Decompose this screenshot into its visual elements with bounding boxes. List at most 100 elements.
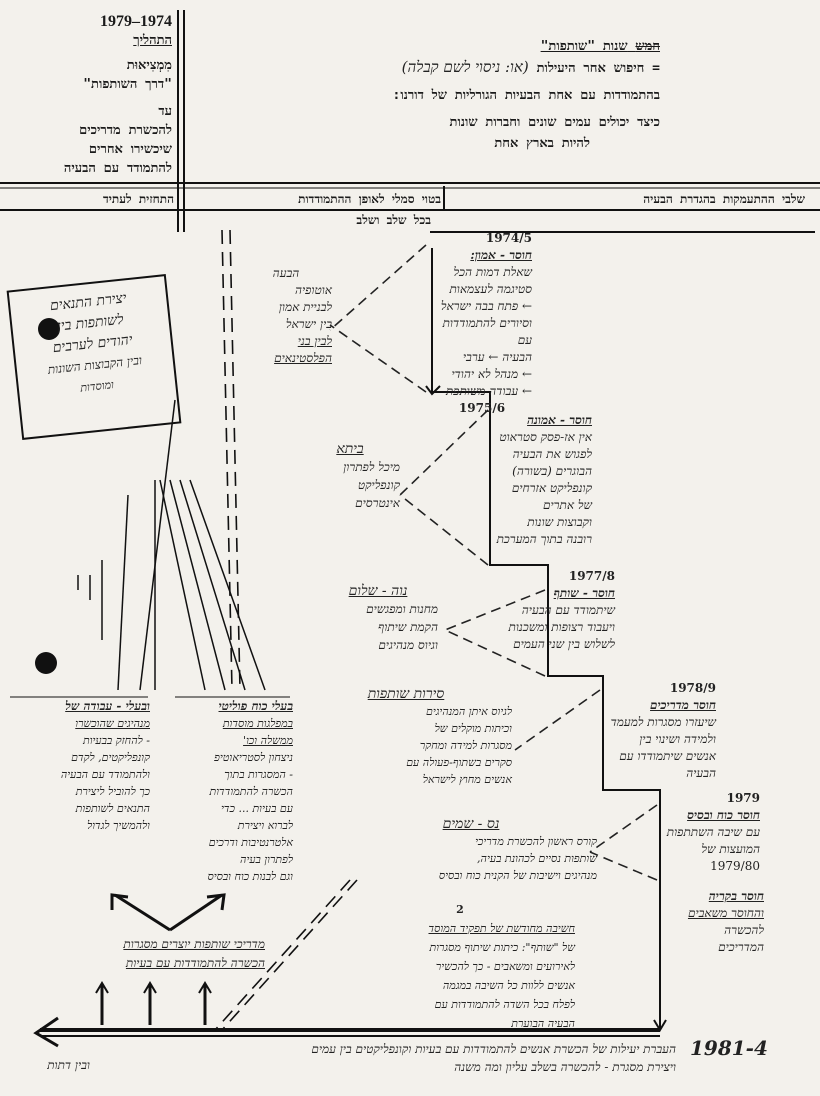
stage-4-line: הבעיה (686, 766, 716, 780)
stage-5: 1979 חוסר כוח ובסיס עם שיבה השתתפות המוע… (660, 790, 760, 875)
title-rest: שנות "שותפות" (540, 39, 628, 54)
symbol-4: סירות שותפות לגיוס איתן המנהיגים וכיתות … (300, 686, 512, 788)
symbol-6-line: לאירועים ומשאבים - כך להכשיר (435, 960, 575, 973)
stage-5-line: 1979/80 (710, 859, 760, 873)
stage-1-line: שאלת דמות הכל (453, 265, 532, 279)
work-leaders-line: ולהתמודד עם הבעיה (60, 768, 150, 781)
stage-1-line: ← פתח בבה ישראל (440, 299, 532, 313)
stage-2-line: הבוגרים (בשורה) (512, 464, 592, 478)
stage-1-line: ← עבודה משותפת (445, 384, 532, 398)
stage-5-line: עם שיבה השתתפות (666, 825, 760, 839)
stage-3-line: שיתמודד עם הבעיה (521, 603, 615, 617)
until-label: עד (158, 104, 172, 119)
years-range: 1974–1979 (100, 13, 172, 30)
political-power-line: לברוא ויצירת (237, 819, 293, 832)
conclusion-line-2: ויצירת מסגרת - להכשרה בשלב עליון ומה משנ… (454, 1060, 676, 1074)
stage-2-line: וקבוצות שונות (527, 515, 592, 529)
symbol-1-line: הפלסטינאים (274, 351, 332, 365)
stage-5-date: 1979 (726, 791, 760, 805)
symbol-3-line: מחנות ומפגשים (366, 602, 438, 616)
symbol-2-line: אינטרסים (355, 496, 400, 510)
instructors-line-1: מדריכי שותפות יוצרים מסגרות (123, 937, 265, 951)
political-power-block: בעלי כוח פוליטי במפלגות מוסדות ממשלה וכו… (175, 698, 293, 885)
stage-3-line: ויעבוד רצופות ומשכנות (508, 620, 615, 634)
column-heading-forecast: התחזית לעתיד (103, 192, 174, 206)
stage-4: 1978/9 חוסר מדריכים שיעזרו מסגרות למעמד … (600, 680, 716, 782)
stage-4-line: ולמידה ושינוי בין (639, 732, 716, 746)
stage-4-line: אנשים שיתמודדו עם (619, 749, 716, 763)
symbol-5-line: שותפות נסיים לכהונת בעיה, (477, 852, 597, 865)
stage-1-end-date: 1975/6 (458, 401, 506, 415)
stage-5-line: המועצות של (701, 842, 760, 856)
symbol-3-line: וגיוס מנהיגים (378, 638, 438, 652)
stage-6-line: המדריכים (718, 940, 764, 954)
symbol-2-title: ביתא (336, 441, 364, 457)
stage-1-line: סטיגמה לעצמאות (449, 282, 532, 296)
title-struck-word: חמש (635, 39, 660, 54)
page-title: חמש שנות "שותפות" (200, 36, 660, 57)
goal-line-1: להכשרת מדריכים (79, 123, 172, 138)
column-heading-stages: שלבי ההתעמקות בהגדרת הבעיה (643, 192, 805, 206)
stage-2: חוסר - אמונה אין אז-פסק סטראוט לפגוש את … (492, 412, 592, 548)
symbol-4-line: וכיתות מוקלים של (434, 722, 512, 735)
symbol-5-title: נס - שמים (442, 816, 500, 832)
path-of-partnership: "דרך השותפות" (83, 77, 172, 92)
stage-3-line: לשלוש בין שני העמים (513, 637, 615, 651)
column-heading-symbolic: בטוי סמלי לאופן ההתמודדות (298, 192, 441, 206)
stage-3-title: חוסר - שותף (553, 586, 615, 600)
stage-6-line: להכשרה (724, 923, 764, 937)
political-power-line: לפתרון בעיה (240, 853, 293, 866)
symbol-4-line: מסגרות למידה ומחקר (419, 739, 512, 752)
stage-3-date: 1977/8 (568, 569, 615, 583)
problem-statement: בהתמודדות עם אחת הבעיות הגורליות של דורנ… (392, 88, 660, 103)
symbol-6-line: חשיבה מחודשת של תפקיד המוסד (428, 922, 575, 935)
symbol-5-line: קורס ראשון להכשרת מדריכי (475, 835, 597, 848)
symbol-2-line: קונפליקט (357, 478, 400, 492)
future-conditions-box: יצירת התנאים לשותפות בין יהודים לערבים ו… (6, 274, 182, 440)
political-power-line: אלטרנטיבות ודרכים (208, 836, 293, 849)
symbol-1-line: לבין בני (297, 334, 332, 348)
symbol-4-title: סירות שותפות (367, 686, 445, 702)
conclusion-line-3: ובין דתות (47, 1058, 90, 1072)
work-leaders-title: ובעלי - עבודה של (65, 699, 150, 713)
stage-2-line: לפגוש את הבעיה (512, 447, 592, 461)
symbol-5-line: מנהיגים וישיבות של הקנית כוח ובסיס (438, 869, 597, 882)
stage-1-line: הבעיה ← ערבי (462, 350, 532, 364)
punch-hole-top (38, 318, 60, 340)
goal-line-2: שיכשירו אחרים (88, 142, 172, 157)
from-label: מִמְצִיאוּת (126, 58, 172, 73)
political-power-line: ממשלה וכו' (243, 734, 293, 747)
column-heading-symbolic-sub: בכל שלב ושלב (356, 213, 431, 227)
symbol-6-number: 2 (456, 903, 464, 916)
question-line-1: כיצד יכולים עמים שונים וחברות שונות (449, 115, 660, 130)
stage-2-line: של אתרים (543, 498, 592, 512)
symbol-6: 2 חשיבה מחודשת של תפקיד המוסד של "שותף":… (345, 900, 575, 1033)
instructors-note: מדריכי שותפות יוצרים מסגרות הכשרה להתמוד… (30, 935, 265, 973)
symbol-2-line: מיכל לפתרון (343, 460, 400, 474)
symbol-1: הבעה אוטופיה לבניית אמון בין ישראל לבין … (240, 265, 332, 367)
stage-1: 1974/5 חוסר - אמון: שאלת דמות הכל סטיגמה… (432, 230, 532, 417)
symbol-1-line: בין ישראל (285, 317, 332, 331)
stage-1-date: 1974/5 (485, 231, 532, 245)
subtitle: = חיפוש אחר היעילות (או: ניסוי לשם קבלה) (200, 57, 660, 79)
work-leaders-line: מנהיגים שהוכשרו (75, 717, 150, 730)
instructors-line-2: הכשרה להתמודדות עם בעיות (125, 956, 265, 970)
work-leaders-line: - להחזק בבעיות (83, 734, 150, 747)
work-leaders-line: קונפליקטים, לקדם (71, 751, 150, 764)
conclusion-text: העברת יעילות של הכשרת אנשים להתמודדות עם… (96, 1040, 676, 1076)
final-year: 1981-4 (690, 1036, 768, 1060)
political-power-line: וגם לבנות כוח ובסיס (207, 870, 293, 883)
conclusion-line-1: העברת יעילות של הכשרת אנשים להתמודדות עם… (311, 1042, 676, 1056)
stage-4-line: שיעזרו מסגרות למעמד (610, 715, 716, 729)
stage-3: 1977/8 חוסר - שותף שיתמודד עם הבעיה ויעב… (505, 568, 615, 653)
goal-line-3: להתמודד עם הבעיה (63, 161, 172, 176)
symbol-4-line: לגיוס איתן המנהיגים (426, 705, 512, 718)
political-power-line: ניצחון לסטריאוטיפ (214, 751, 293, 764)
stage-1-title: חוסר - אמון: (470, 248, 532, 262)
subtitle-handwritten: (או: ניסוי לשם קבלה) (401, 58, 529, 76)
stage-1-line: וסיורים להתמודדות עם (442, 316, 532, 347)
stage-4-title: חוסר מדריכים (650, 698, 716, 712)
symbol-3-line: הקמת שיתוף (378, 620, 438, 634)
stage-5-title: חוסר כוח ובסיס (687, 808, 760, 822)
